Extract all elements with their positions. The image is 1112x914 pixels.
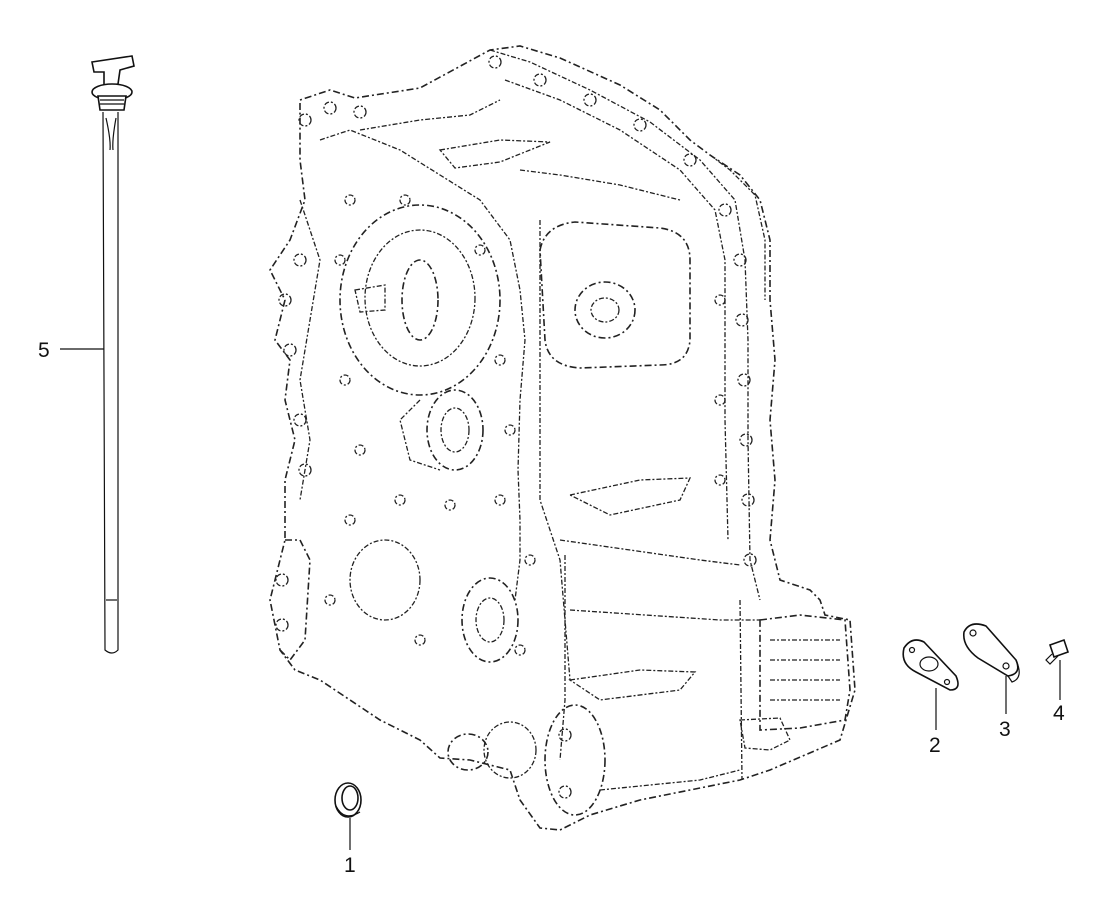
- gasket-part[interactable]: [902, 639, 959, 691]
- callout-label-4: 4: [1053, 702, 1065, 725]
- cover-plate-part[interactable]: [962, 623, 1020, 683]
- bolt-part[interactable]: [1045, 638, 1070, 665]
- callout-label-3: 3: [999, 718, 1011, 741]
- transmission-housing: [269, 45, 856, 831]
- seal-ring-part[interactable]: [334, 782, 362, 818]
- callout-label-5: 5: [38, 339, 50, 362]
- dipstick-part[interactable]: [91, 55, 135, 654]
- callout-label-2: 2: [929, 734, 941, 757]
- callout-leaders: [60, 348, 1061, 850]
- callout-label-1: 1: [344, 854, 356, 877]
